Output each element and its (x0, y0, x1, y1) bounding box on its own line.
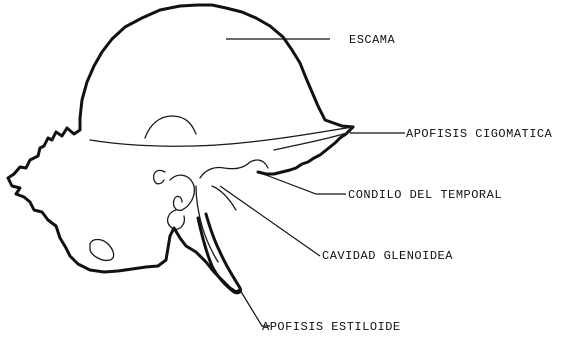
bone-outline (8, 5, 353, 292)
glenoid-cavity-inner (212, 186, 236, 210)
condyle-contour (200, 160, 268, 178)
label-escama: ESCAMA (349, 33, 396, 47)
cavidad-glenoidea-leader (220, 186, 320, 256)
foramen-shape (90, 240, 114, 261)
mastoid-loop-lower (168, 210, 185, 229)
label-condilo-del-temporal: CONDILO DEL TEMPORAL (348, 188, 502, 202)
label-cavidad-glenoidea: CAVIDAD GLENOIDEA (322, 249, 453, 263)
styloid-process (198, 214, 241, 293)
auditory-loop (154, 170, 165, 183)
label-apofisis-cigomatica: APOFISIS CIGOMATICA (406, 127, 553, 141)
label-apofisis-estiloide: APOFISIS ESTILOIDE (262, 320, 401, 334)
mastoid-loop-upper (170, 175, 194, 210)
squama-inner-line (145, 116, 196, 138)
zygomatic-upper-edge (90, 127, 353, 146)
